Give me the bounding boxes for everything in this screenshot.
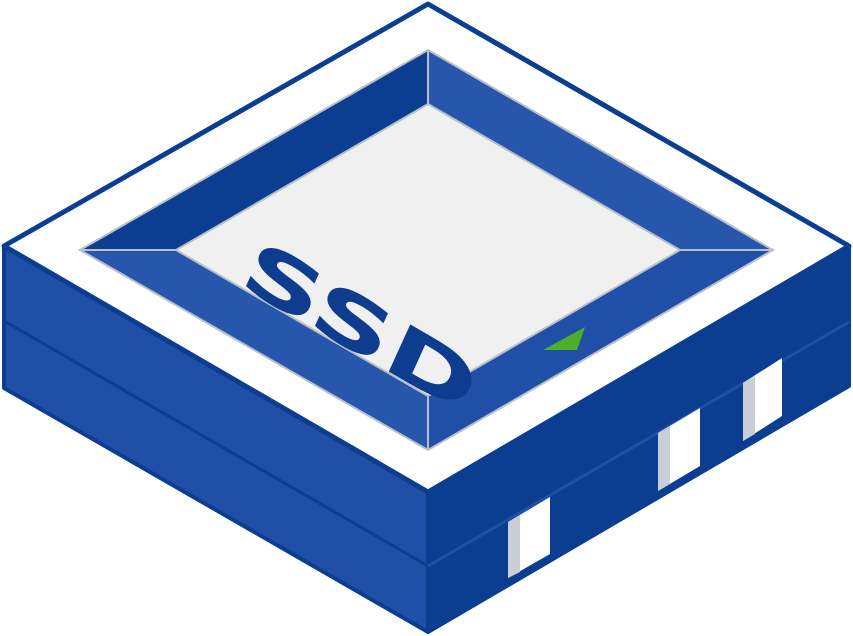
contact-slot-2-shade: [658, 426, 670, 491]
contact-slot-1-shade: [508, 515, 520, 578]
contact-slot-3-shade: [743, 376, 755, 441]
chip-left-seam: [5, 320, 429, 568]
pin-one-triangle-icon: [543, 327, 585, 350]
